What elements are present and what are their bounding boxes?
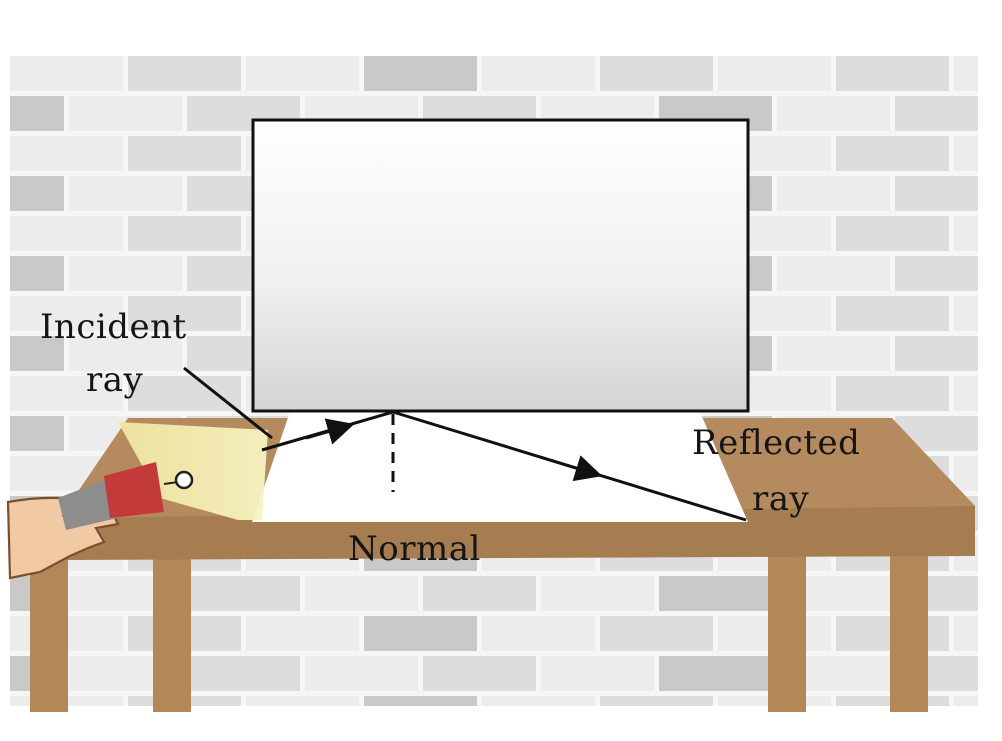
wall-brick	[954, 296, 978, 331]
wall-brick	[836, 136, 949, 171]
light-beam	[118, 422, 268, 520]
paper-sheet	[252, 412, 748, 522]
wall-brick	[718, 56, 831, 91]
wall-brick	[246, 696, 359, 706]
wall-brick	[777, 336, 890, 371]
wall-brick	[895, 336, 978, 371]
wall-brick	[10, 176, 64, 211]
wall-brick	[836, 376, 949, 411]
wall-brick	[895, 176, 978, 211]
wall-brick	[600, 696, 713, 706]
wall-brick	[246, 56, 359, 91]
wall-brick	[128, 376, 241, 411]
wall-brick	[10, 56, 123, 91]
incident-ray-arrow	[305, 418, 355, 445]
wall-brick	[128, 296, 241, 331]
reflected-label-line1: Reflected	[692, 423, 861, 463]
wall-brick	[777, 256, 890, 291]
wall-brick	[10, 136, 123, 171]
wall-brick	[10, 216, 123, 251]
wall-brick	[187, 576, 300, 611]
wall-brick	[659, 656, 772, 691]
wall-brick	[128, 136, 241, 171]
incident-label-line1: Incident	[40, 307, 187, 347]
wall-brick	[954, 136, 978, 171]
incident-label-line2: ray	[86, 360, 144, 400]
wall-brick	[659, 576, 772, 611]
wall-brick	[305, 576, 418, 611]
wall-brick	[128, 56, 241, 91]
wall-brick	[541, 656, 654, 691]
wall-brick	[10, 376, 123, 411]
wall-brick	[895, 256, 978, 291]
wall-brick	[128, 216, 241, 251]
wall-brick	[836, 296, 949, 331]
wall-brick	[954, 616, 978, 651]
wall-brick	[954, 696, 978, 706]
wall-brick	[836, 216, 949, 251]
wall-brick	[69, 256, 182, 291]
wall-brick	[10, 256, 64, 291]
wall-brick	[777, 96, 890, 131]
wall-brick	[69, 96, 182, 131]
wall-brick	[482, 616, 595, 651]
wall-brick	[364, 696, 477, 706]
wall-brick	[954, 216, 978, 251]
wall-brick	[10, 336, 64, 371]
wall-brick	[423, 656, 536, 691]
wall-brick	[364, 56, 477, 91]
wall-brick	[10, 296, 123, 331]
wall-brick	[69, 176, 182, 211]
normal-label: Normal	[348, 529, 481, 569]
wall-brick	[423, 576, 536, 611]
wall-brick	[954, 376, 978, 411]
wall-brick	[600, 56, 713, 91]
wall-brick	[482, 56, 595, 91]
wall-brick	[777, 176, 890, 211]
wall-brick	[10, 416, 64, 451]
reflected-label-line2: ray	[752, 479, 810, 519]
wall-brick	[954, 56, 978, 91]
wall-brick	[600, 616, 713, 651]
wall-brick	[10, 96, 64, 131]
wall-brick	[305, 656, 418, 691]
wall-brick	[187, 656, 300, 691]
wall-brick	[482, 696, 595, 706]
incident-label-pointer	[183, 366, 273, 440]
wall-brick	[364, 616, 477, 651]
wall-brick	[836, 56, 949, 91]
plane-mirror	[251, 118, 750, 413]
wall-brick	[895, 96, 978, 131]
wall-brick	[541, 576, 654, 611]
torch-icon	[58, 462, 194, 530]
wall-brick	[246, 616, 359, 651]
wall-brick	[69, 336, 182, 371]
table-legs	[30, 556, 928, 712]
reflected-ray-arrow	[539, 455, 603, 482]
wall-brick	[954, 456, 978, 491]
